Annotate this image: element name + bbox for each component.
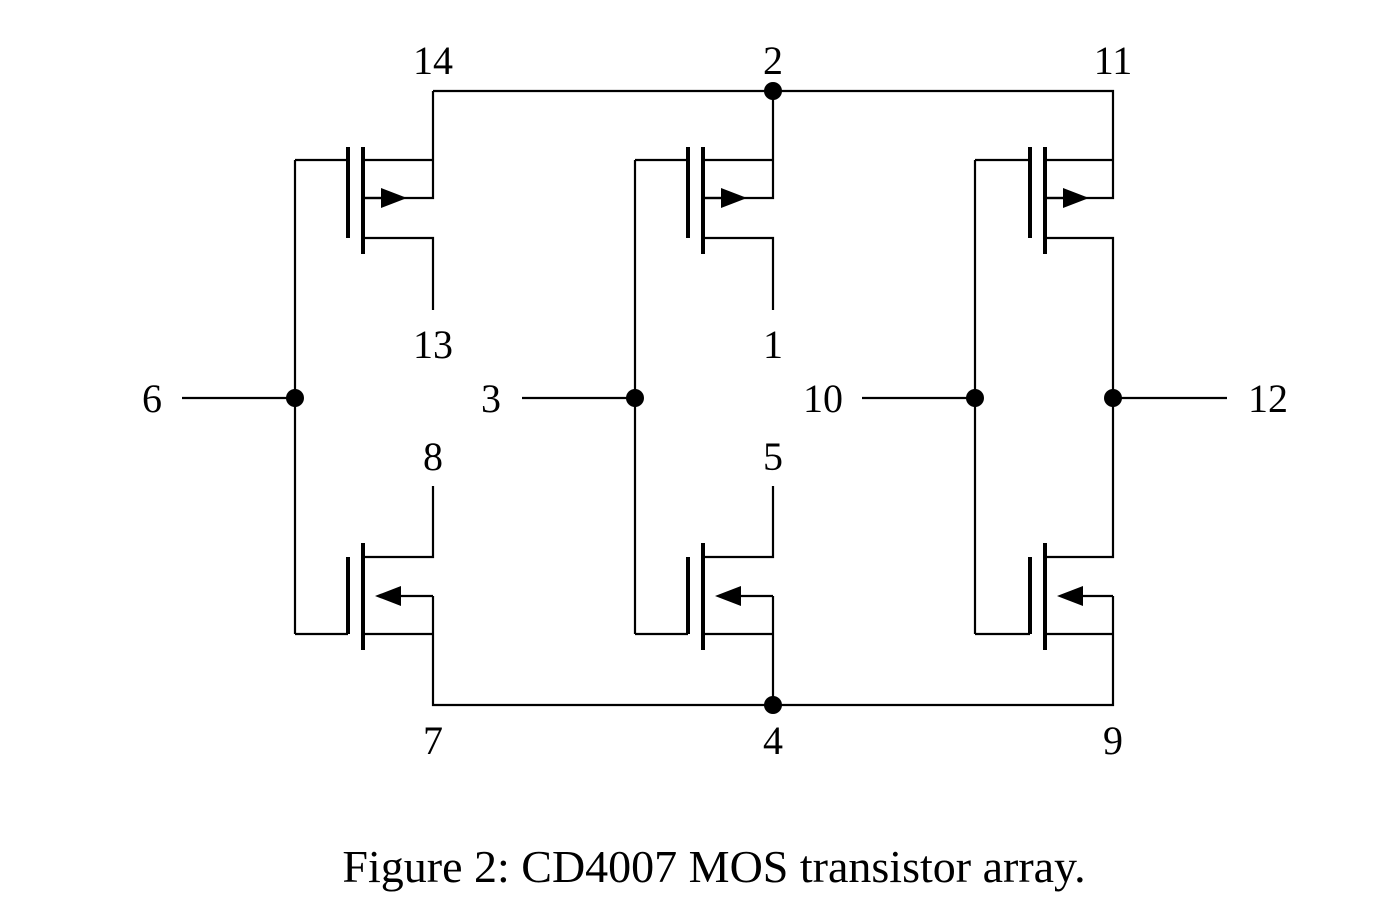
junction-pin2 [764, 82, 782, 100]
junction-pin4 [764, 696, 782, 714]
top-rail [433, 89, 1115, 160]
pin-label-12: 12 [1248, 376, 1288, 421]
figure-caption: Figure 2: CD4007 MOS transistor array. [342, 841, 1085, 892]
nmos-transistor-left [295, 486, 435, 650]
pmos-transistor-right [975, 147, 1115, 398]
junction-pin12 [1104, 389, 1122, 407]
nmos-transistor-right [975, 398, 1115, 650]
pin-label-3: 3 [481, 376, 501, 421]
pin-label-8: 8 [423, 434, 443, 479]
pin-label-9: 9 [1103, 718, 1123, 763]
pin-label-10: 10 [803, 376, 843, 421]
pin-label-13: 13 [413, 322, 453, 367]
pin-label-7: 7 [423, 718, 443, 763]
pin-label-11: 11 [1094, 38, 1133, 83]
junction-pin10 [966, 389, 984, 407]
junction-pin6 [286, 389, 304, 407]
pmos-transistor-middle [635, 147, 775, 310]
nmos-transistor-middle [635, 486, 775, 650]
pin-label-4: 4 [763, 718, 783, 763]
pin-label-14: 14 [413, 38, 453, 83]
pmos-transistor-left [295, 147, 435, 310]
pin-label-6: 6 [142, 376, 162, 421]
pin-label-5: 5 [763, 434, 783, 479]
junction-pin3 [626, 389, 644, 407]
pin-label-1: 1 [763, 322, 783, 367]
pin-label-2: 2 [763, 38, 783, 83]
